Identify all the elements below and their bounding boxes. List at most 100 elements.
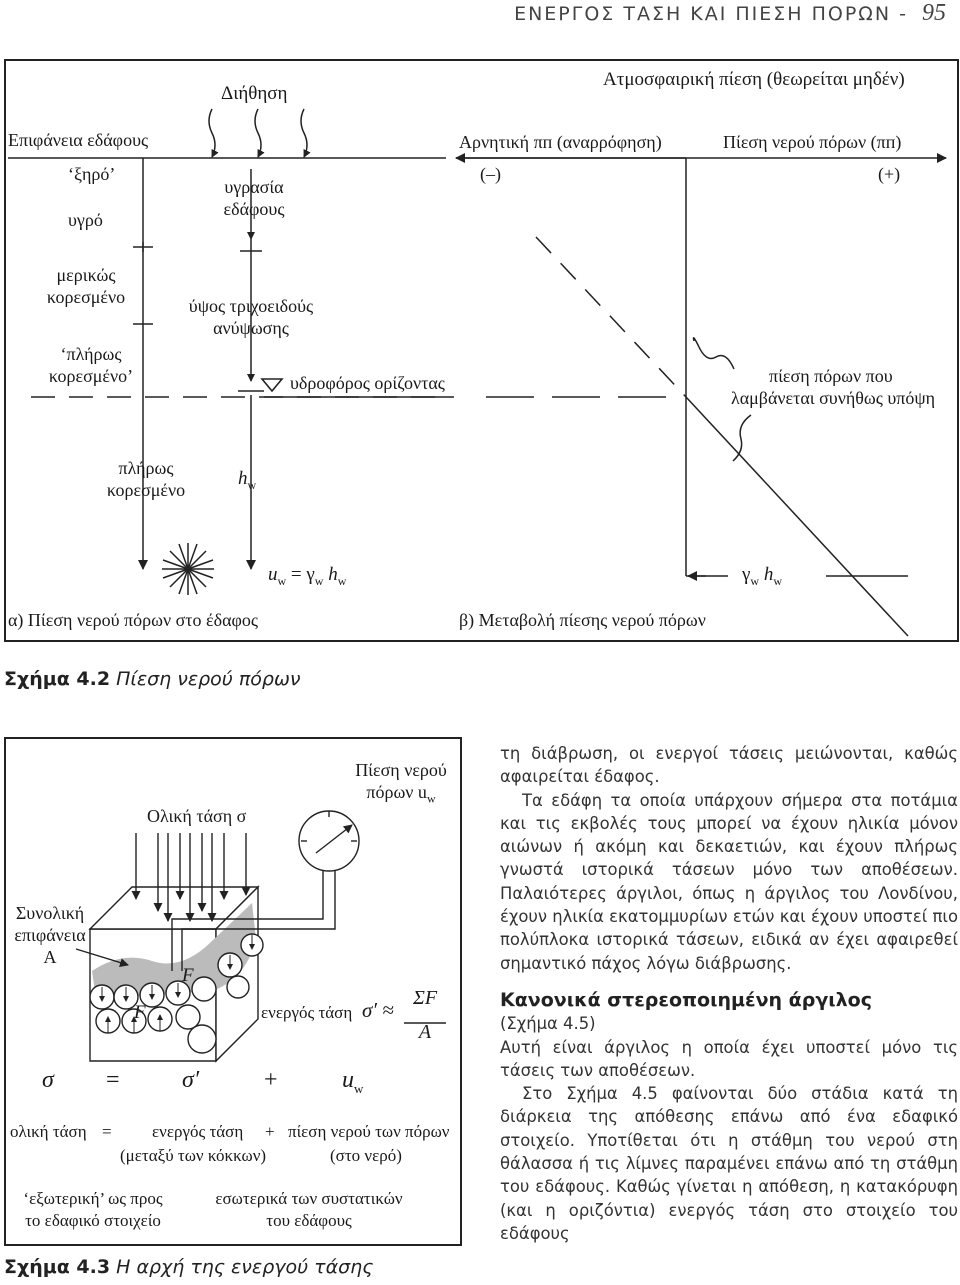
row-water-label: (στο νερό) [330,1146,402,1165]
dry-label: ‘ξηρό’ [68,164,116,184]
ground-surface-label: Επιφάνεια εδάφους [8,130,149,150]
external-note: ‘εξωτερική’ ως προς το εδαφικό στοιχείο [8,1188,178,1232]
fig43-caption-label: Σχήμα 4.3 [4,1256,111,1278]
fig43-caption-text: Η αρχή της ενεργού τάσης [116,1256,374,1278]
pressure-star-icon [162,543,214,595]
sigma-prime-approx: σ′ ≈ [362,998,394,1022]
pressure-gauge-icon [298,810,360,872]
pore-water-sub: w [426,791,436,806]
gw-gamma: γ [742,564,751,585]
paragraph-4: Στο Σχήμα 4.5 φαίνονται δύο στάδια κατά … [500,1084,958,1243]
pore-water-shading [92,903,256,999]
capillary-line2: ανύψωσης [213,318,289,338]
negative-pressure-label: Αρνητική πп (αναρρόφηση) [459,132,662,152]
infiltration-arrow-3 [300,108,311,158]
row-effective-label: ενεργός τάση [152,1122,244,1141]
external-line1: ‘εξωτερική’ ως προς [23,1189,163,1208]
figure-4-2-caption: Σχήμα 4.2 Πίεση νερού πόρων [4,668,300,690]
uw-u: u [268,564,278,585]
effective-stress-label: ενεργός τάση [261,1003,353,1022]
eq-u: u [342,1067,354,1093]
partially-line2: κορεσμένο [46,287,126,307]
figure-4-2: Διήθηση Επιφάνεια εδάφους ‘ξηρό’ υγρό υγ… [4,59,959,642]
fully-saturated-quoted-label: ‘πλήρως κορεσμένο’ [36,343,146,387]
hw-sub: w [247,477,257,492]
area-a-label: A [418,1021,432,1043]
infiltration-arrow-2 [254,108,265,158]
paragraph-1: τη διάβρωση, οι ενεργοί τάσεις μειώνοντα… [500,744,958,787]
fig42-caption-text: Πίεση νερού πόρων [116,668,301,690]
figure-4-3: Πίεση νερού πόρων uw Ολική τάση σ Συνολι… [4,737,462,1246]
paragraph-2: Τα εδάφη τα οποία υπάρχουν σήμερα στα πο… [500,790,958,973]
uw-h-sub: w [337,573,347,588]
total-stress-arrows [131,833,251,922]
figure-4-3-drawing [75,810,446,1063]
pore-water-line2-text: πόρων u [366,782,427,802]
row-between-label: (μεταξύ των κόκκων) [120,1146,267,1165]
uw-eq: = γ [286,564,315,585]
row-eq-label: = [102,1122,112,1141]
figure-4-2-drawing [8,108,947,637]
header-title: ΕΝΕΡΓΟΣ ΤΑΣΗ ΚΑΙ ΠΙΕΣΗ ΠΟΡΩΝ [514,3,892,25]
section-subheading: (Σχήμα 4.5) [500,1014,596,1034]
minus-sign-label: (–) [480,164,501,184]
eq-sigma: σ [42,1067,54,1093]
partially-line1: μερικώς [56,265,116,285]
fig42-b-caption: β) Μεταβολή πίεσης νερού πόρων [459,610,706,630]
page-number: 95 [922,0,946,26]
eq-plus: + [264,1067,278,1093]
capillary-rise-label: ύψος τριχοειδούς ανύψωσης [176,295,326,339]
total-surface-label: Συνολική επιφάνεια A [6,902,94,968]
piezometer-tube [171,905,324,971]
eq-equals: = [106,1067,120,1093]
hydrostatic-line [685,396,909,637]
soil-moisture-line2: εδάφους [223,199,285,219]
hw-label: hw [238,468,256,496]
pore-water-line2: πόρων uw [336,781,466,810]
pore-water-pressure-label: Πίεση νερού πόρων uw [336,759,466,810]
assumed-pressure-label: πίεση πόρων που λαμβάνεται συνήθως υπόψη [731,365,935,409]
soil-moisture-line1: υγρασία [224,177,284,197]
running-header: ΕΝΕΡΓΟΣ ΤΑΣΗ ΚΑΙ ΠΙΕΣΗ ΠΟΡΩΝ - 95 [514,0,946,27]
uw-g-sub: w [314,573,324,588]
fully-quoted-line2: κορεσμένο’ [48,366,134,386]
leader-squiggle [692,337,735,370]
figure-4-3-caption: Σχήμα 4.3 Η αρχή της ενεργού τάσης [4,1256,373,1278]
atmospheric-label: Ατμοσφαιρική πίεση (θεωρείται μηδέν) [603,69,905,90]
assumed-line2: λαμβάνεται συνήθως υπόψη [731,388,936,408]
infiltration-arrow-1 [208,108,219,158]
gw-h: h [759,564,774,585]
gamma-hw-label: γw hw [742,564,782,592]
total-surface-line1: Συνολική [15,903,85,923]
hw-h: h [238,468,248,489]
fully-line2: κορεσμένο [106,480,186,500]
suction-dashed-line [535,236,687,398]
soil-moisture-label: υγρασία εδάφους [209,176,299,220]
capillary-line1: ύψος τριχοειδούς [188,296,314,316]
pore-pressure-label: Πίεση νερού πόρων (πп) [723,132,902,152]
total-surface-line3: A [43,947,57,967]
water-table-label: υδροφόρος ορίζοντας [290,373,445,393]
force-label-2: F [134,1002,146,1023]
sum-f-label: ΣF [412,987,438,1009]
row-pore-label: πίεση νερού των πόρων [288,1122,450,1141]
uw-sub: w [277,573,287,588]
fully-saturated-label: πλήρως κορεσμένο [101,457,191,501]
internal-line2: του εδάφους [266,1211,352,1230]
body-text-column: τη διάβρωση, οι ενεργοί τάσεις μειώνοντα… [500,742,958,1245]
plus-sign-label: (+) [878,164,901,184]
eq-sigma-prime: σ′ [182,1067,200,1093]
internal-line1: εσωτερικά των συστατικών [215,1189,403,1208]
infiltration-label: Διήθηση [221,83,288,104]
gw-sub: w [750,573,760,588]
assumed-line1: πίεση πόρων που [769,366,893,386]
fig42-caption-label: Σχήμα 4.2 [4,668,111,690]
total-stress-label: Ολική τάση σ [147,806,247,826]
eq-uw: uw [342,1067,363,1100]
internal-note: εσωτερικά των συστατικών του εδάφους [204,1188,414,1232]
section-heading: Κανονικά στερεοποιημένη άργιλος [500,988,873,1011]
fully-line1: πλήρως [118,458,174,478]
row-plus-label: + [265,1122,275,1141]
uw-formula: uw = γw hw [268,564,346,592]
row-total-label: ολική τάση [10,1122,87,1141]
